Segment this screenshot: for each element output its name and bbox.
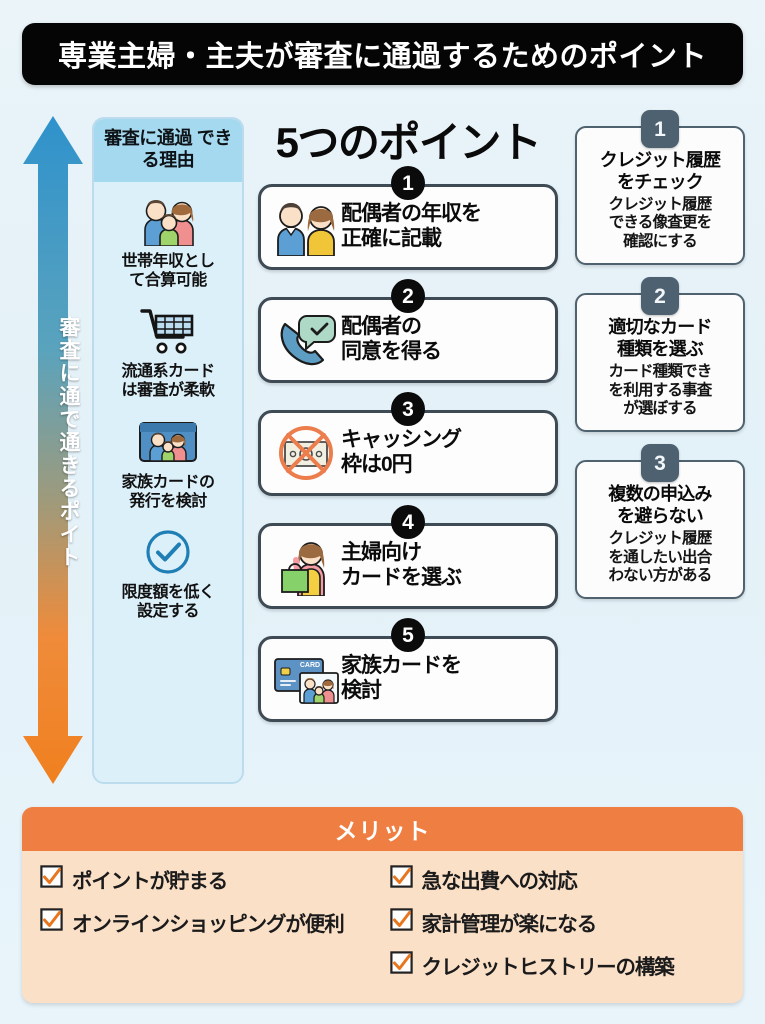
tip-card-1[interactable]: 1 クレジット履歴 をチェック クレジット履歴 できる像査更を 確認にする (575, 110, 745, 266)
checkbox-checked-icon (40, 908, 63, 936)
merit-column-left: ポイントが貯まる オンラインショッピングが便利 (40, 864, 376, 993)
list-item: 家族カードの 発行を検討 (100, 413, 236, 511)
page-title-bar: 専業主婦・主夫が審査に通過するためのポイント (22, 23, 743, 85)
point-card-2[interactable]: 2 配偶者の 同意を得る (258, 279, 558, 383)
tip-badge: 1 (641, 110, 679, 148)
merit-label: クレジットヒストリーの構築 (421, 956, 675, 979)
tip-card-2[interactable]: 2 適切なカード 種類を選ぶ カード種類でき を利用する事査 が選ぼする (575, 277, 745, 433)
list-item: オンラインショッピングが便利 (40, 907, 376, 937)
shopping-cart-icon (100, 302, 236, 360)
merit-label: 家計管理が楽になる (421, 913, 598, 936)
merit-panel-header: メリット (22, 807, 743, 851)
check-circle-icon (100, 523, 236, 581)
point-label: 家族カードを 検討 (341, 654, 462, 702)
tips-column: 1 クレジット履歴 をチェック クレジット履歴 できる像査更を 確認にする 2 … (575, 110, 745, 627)
list-item: 世帯年収とし て合算可能 (100, 192, 236, 290)
list-item: クレジットヒストリーの構築 (389, 950, 726, 980)
family-card-icon (100, 413, 236, 471)
points-column: 5つのポイント 1 配偶者の年収を 正確に記載 2 (258, 122, 558, 749)
point-label: 配偶者の 同意を得る (341, 315, 442, 363)
merit-label: 急な出費への対応 (421, 870, 578, 893)
tip-body: クレジット履歴 を通したい出合 わない方がある (608, 530, 713, 584)
merit-panel: メリット ポイントが貯まる (22, 807, 743, 1003)
point-badge: 4 (391, 505, 425, 539)
page-title: 専業主婦・主夫が審査に通過するためのポイント (57, 41, 707, 73)
merit-panel-title: メリット (334, 818, 431, 844)
list-item: 急な出費への対応 (389, 864, 726, 894)
point-label: 配偶者の年収を 正確に記載 (341, 202, 482, 250)
tip-badge: 3 (641, 444, 679, 483)
point-badge: 2 (391, 279, 425, 313)
list-item-label: 限度額を低く 設定する (121, 584, 215, 621)
tip-title: 複数の申込み を避らない (608, 484, 712, 526)
tip-body: クレジット履歴 できる像査更を 確認にする (608, 196, 713, 250)
point-card-5[interactable]: 5 CARD 家族 (258, 618, 558, 722)
arrow-label: 審査に通で通きるポイト (57, 316, 80, 569)
merit-column-right: 急な出費への対応 家計管理が楽になる (380, 864, 726, 993)
point-badge: 5 (391, 618, 425, 652)
tip-title: クレジット履歴 をチェック (599, 150, 721, 192)
point-badge: 1 (391, 166, 425, 200)
point-label: キャッシング 枠は0円 (341, 428, 462, 476)
vertical-arrow: 審査に通で通きるポイト (23, 116, 83, 784)
reasons-panel-title: 審査に通過 できる理由 (104, 128, 232, 170)
merit-label: オンラインショッピングが便利 (72, 913, 345, 936)
credit-card-family-icon: CARD (271, 653, 341, 705)
point-card-4[interactable]: 4 主婦向け カードを選ぶ (258, 505, 558, 609)
point-card-1[interactable]: 1 配偶者の年収を 正確に記載 (258, 166, 558, 270)
family-icon (100, 192, 236, 250)
phone-check-icon (271, 312, 341, 368)
tip-title: 適切なカード 種類を選ぶ (608, 317, 712, 359)
checkbox-checked-icon (389, 908, 413, 936)
list-item: 家計管理が楽になる (389, 907, 726, 937)
point-card-3[interactable]: 3 キャッシング 枠は0円 (258, 392, 558, 496)
no-cash-icon (271, 425, 341, 481)
svg-text:CARD: CARD (300, 662, 320, 669)
reasons-list: 世帯年収とし て合算可能 流通系カード は審査が柔軟 (94, 182, 242, 640)
list-item: 限度額を低く 設定する (100, 523, 236, 621)
list-item: 流通系カード は審査が柔軟 (100, 302, 236, 400)
merit-list: ポイントが貯まる オンラインショッピングが便利 (22, 851, 743, 993)
checkbox-checked-icon (389, 951, 413, 979)
list-item-label: 家族カードの 発行を検討 (121, 473, 215, 510)
points-heading: 5つのポイント (275, 119, 542, 166)
list-item-label: 流通系カード は審査が柔軟 (121, 363, 215, 400)
tip-card-3[interactable]: 3 複数の申込み を避らない クレジット履歴 を通したい出合 わない方がある (575, 444, 745, 600)
list-item-label: 世帯年収とし て合算可能 (121, 252, 215, 290)
tip-badge: 2 (641, 277, 679, 316)
housewife-shopping-icon (271, 536, 341, 596)
point-label: 主婦向け カードを選ぶ (341, 541, 462, 589)
reasons-panel-header: 審査に通過 できる理由 (94, 119, 242, 182)
reasons-panel: 審査に通過 できる理由 (92, 117, 244, 784)
checkbox-checked-icon (389, 865, 413, 893)
couple-icon (271, 198, 341, 256)
list-item: ポイントが貯まる (40, 864, 376, 894)
arrow-shape (23, 116, 83, 784)
tip-body: カード種類でき を利用する事査 が選ぼする (608, 363, 713, 417)
point-badge: 3 (391, 392, 425, 426)
merit-label: ポイントが貯まる (72, 870, 228, 893)
checkbox-checked-icon (40, 865, 63, 893)
